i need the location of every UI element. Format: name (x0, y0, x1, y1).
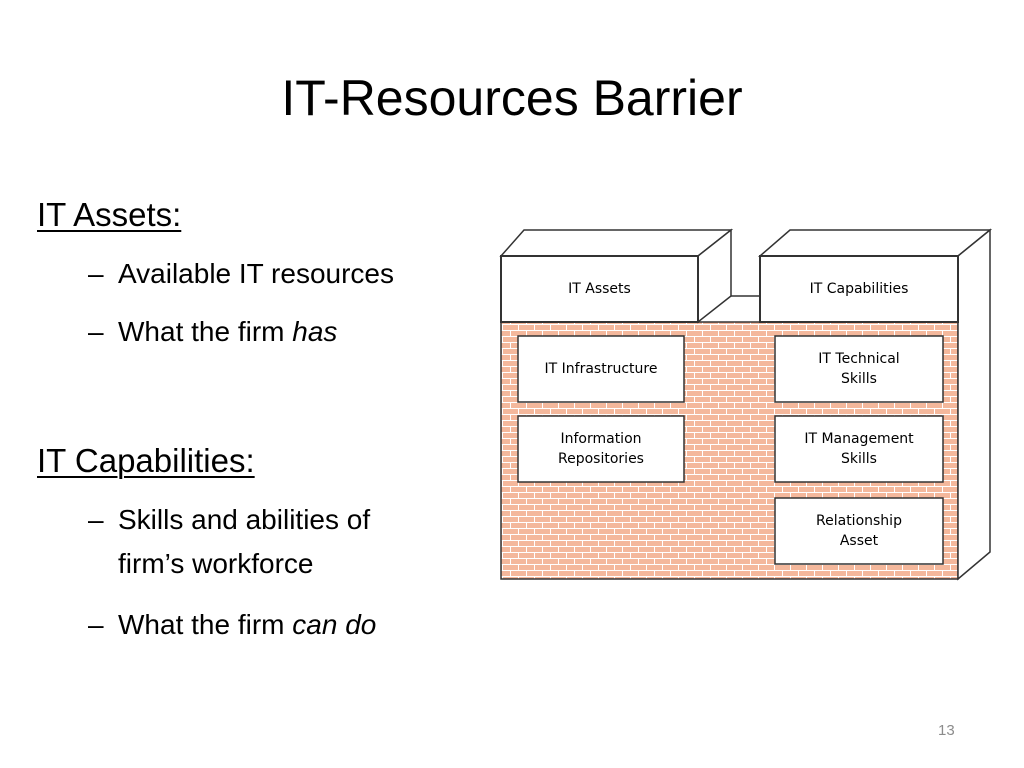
label-it-assets: IT Assets (568, 281, 631, 297)
bullet-dash: – (88, 504, 104, 535)
bullet-text: What the firm (118, 609, 293, 640)
right-tower-side (957, 228, 991, 581)
page-number: 13 (938, 722, 955, 739)
box-it-infrastructure (517, 335, 685, 403)
bullet-skills-abilities: –Skills and abilities of firm’s workforc… (88, 498, 371, 579)
right-tower-front (759, 255, 959, 323)
left-tower-front (500, 255, 699, 323)
bullet-emphasis: can do (292, 609, 377, 640)
label-it-infrastructure: IT Infrastructure (544, 361, 658, 377)
left-tower-top (499, 229, 734, 257)
bullet-emphasis: has (292, 316, 338, 347)
slide-title: IT-Resources Barrier (281, 70, 743, 126)
bullet-available-resources: –Available IT resources (88, 252, 394, 296)
resources-barrier-diagram: IT Assets IT Capabilities IT Infrastruct… (490, 222, 1000, 592)
label-relationship-asset: Relationship Asset (816, 513, 902, 549)
label-it-management-skills: IT Management Skills (804, 431, 914, 467)
right-tower-top (757, 229, 993, 257)
bullet-text-continued: firm’s workforce (118, 548, 314, 579)
box-it-technical-skills (774, 335, 944, 403)
label-it-capabilities: IT Capabilities (809, 281, 909, 297)
it-capabilities-heading: IT Capabilities: (37, 442, 255, 479)
diagram-graphics (499, 228, 993, 581)
bullet-what-firm-can-do: –What the firm can do (88, 603, 376, 647)
bullet-dash: – (88, 609, 104, 640)
bullet-text: Available IT resources (118, 258, 394, 289)
bullet-dash: – (88, 316, 104, 347)
label-information-repositories: Information Repositories (558, 431, 644, 467)
label-it-technical-skills: IT Technical Skills (818, 351, 900, 387)
box-information-repositories (517, 415, 685, 483)
box-relationship-asset (774, 497, 944, 565)
bullet-text: What the firm (118, 316, 293, 347)
bullet-what-firm-has: –What the firm has (88, 310, 337, 354)
it-assets-heading: IT Assets: (37, 196, 182, 233)
box-it-management-skills (774, 415, 944, 483)
bullet-text: Skills and abilities of (118, 504, 371, 535)
bullet-dash: – (88, 258, 104, 289)
